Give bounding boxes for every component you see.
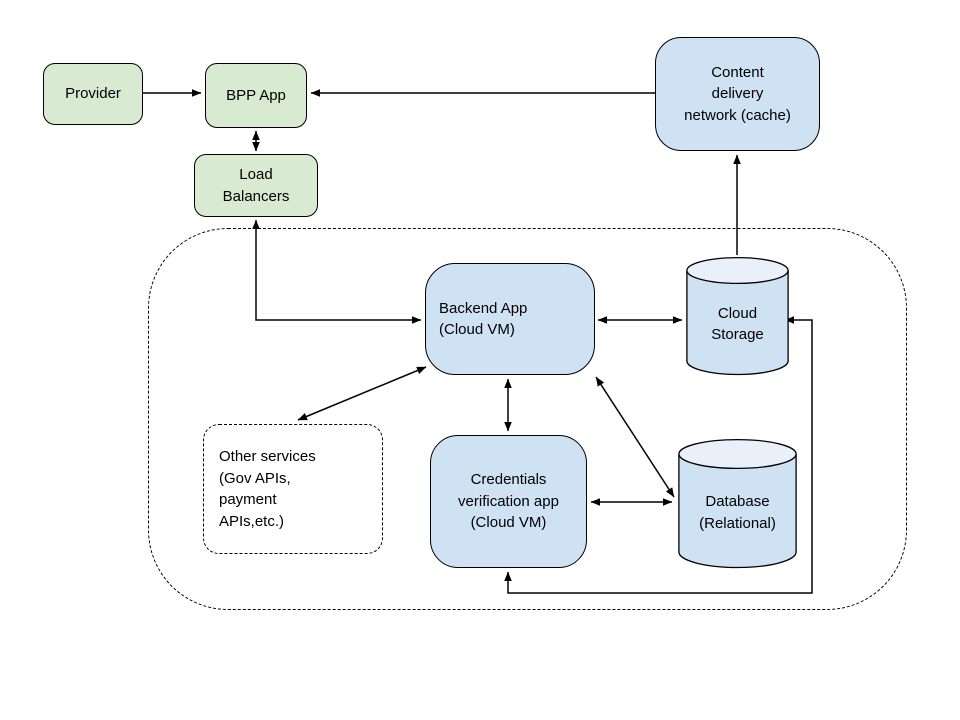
- node-load-balancers-label: Load Balancers: [222, 166, 290, 205]
- node-cdn-label: Content delivery network (cache): [684, 63, 791, 124]
- node-backend-app-label: Backend App (Cloud VM): [439, 299, 528, 339]
- node-cloud-storage: Cloud Storage: [686, 256, 789, 376]
- node-bpp-app-label: BPP App: [226, 86, 286, 104]
- node-other-services: Other services (Gov APIs, payment APIs,e…: [203, 424, 383, 554]
- cloud-boundary-container: [148, 228, 907, 610]
- node-cdn: Content delivery network (cache): [655, 37, 820, 151]
- node-database-label: Database (Relational): [699, 493, 776, 532]
- node-backend-app: Backend App (Cloud VM): [425, 263, 595, 375]
- node-other-services-label: Other services (Gov APIs, payment APIs,e…: [219, 448, 316, 530]
- node-cloud-storage-label: Cloud Storage: [711, 304, 764, 344]
- node-credentials-app: Credentials verification app (Cloud VM): [430, 435, 587, 568]
- node-load-balancers: Load Balancers: [194, 154, 318, 217]
- node-provider-label: Provider: [65, 85, 121, 103]
- cylinder-shape-database: [678, 438, 797, 569]
- cylinder-shape-cloud-storage: [686, 256, 789, 376]
- node-credentials-app-label: Credentials verification app (Cloud VM): [458, 471, 559, 532]
- node-bpp-app: BPP App: [205, 63, 307, 128]
- node-provider: Provider: [43, 63, 143, 125]
- node-database: Database (Relational): [678, 438, 797, 569]
